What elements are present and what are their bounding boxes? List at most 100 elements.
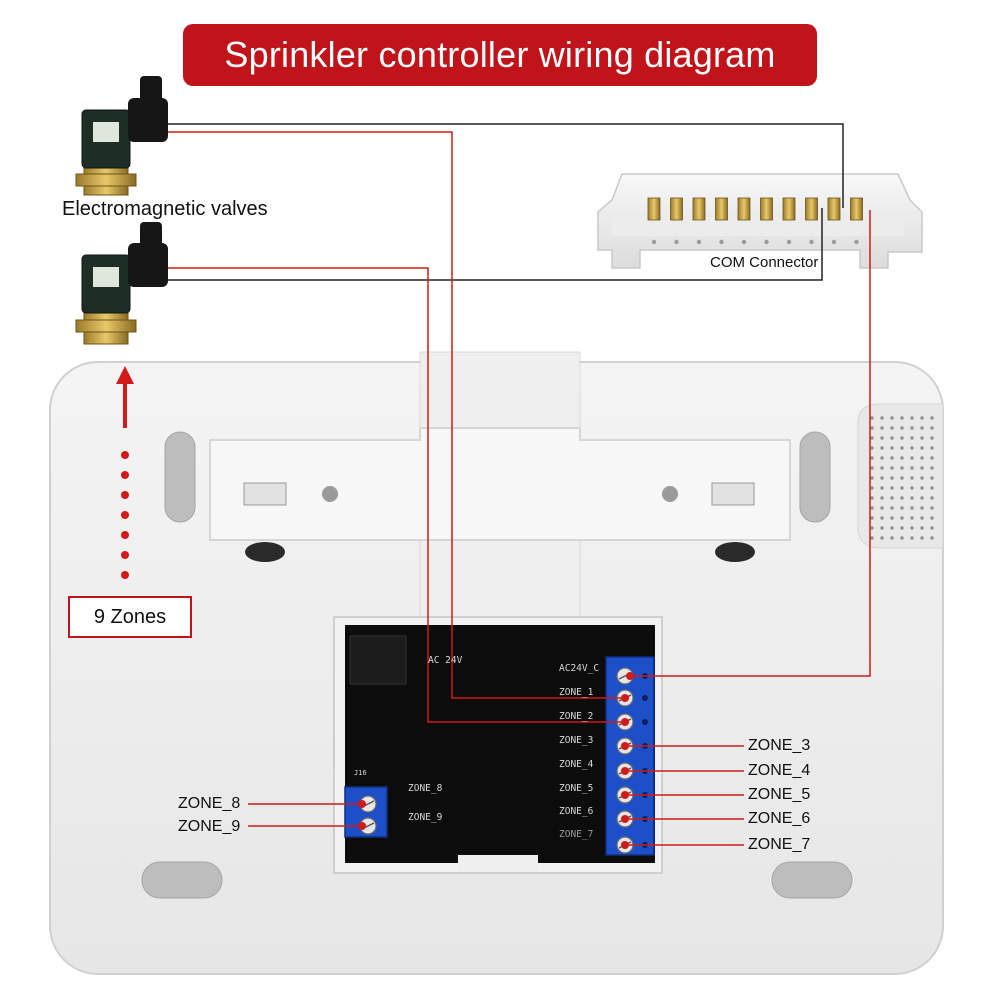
- speaker-hole: [900, 456, 904, 460]
- com-pin: [692, 197, 706, 221]
- com-pin: [850, 197, 863, 221]
- speaker-hole: [890, 426, 894, 430]
- pcb-terminal-label: AC24V_C: [559, 663, 600, 674]
- speaker-hole: [870, 436, 874, 440]
- speaker-hole: [920, 436, 924, 440]
- speaker-hole: [880, 466, 884, 470]
- speaker-hole: [910, 466, 914, 470]
- speaker-hole: [920, 506, 924, 510]
- speaker-hole: [870, 416, 874, 420]
- speaker-hole: [910, 506, 914, 510]
- com-pin-hole: [719, 239, 724, 245]
- speaker-hole: [870, 486, 874, 490]
- speaker-hole: [910, 526, 914, 530]
- pcb-terminal-label: ZONE_7: [559, 829, 594, 840]
- zone-4-label: ZONE_4: [748, 762, 811, 779]
- speaker-hole: [930, 476, 934, 480]
- valve-1-zone-1-wire: [168, 131, 625, 699]
- speaker-hole: [930, 486, 934, 490]
- speaker-hole: [890, 436, 894, 440]
- speaker-grille: [870, 416, 934, 540]
- speaker-hole: [930, 426, 934, 430]
- speaker-hole: [930, 436, 934, 440]
- pcb-terminal-label: ZONE_1: [559, 687, 594, 698]
- com-connector-pins: [647, 197, 863, 245]
- pcb-j16-label: J16: [354, 769, 367, 777]
- speaker-hole: [870, 456, 874, 460]
- com-pin-hole: [809, 239, 814, 245]
- speaker-hole: [870, 506, 874, 510]
- speaker-hole: [910, 476, 914, 480]
- speaker-hole: [890, 496, 894, 500]
- speaker-hole: [930, 496, 934, 500]
- speaker-hole: [910, 416, 914, 420]
- com-pin-hole: [764, 239, 769, 245]
- com-connector: [597, 173, 923, 269]
- terminal-hole: [642, 695, 648, 701]
- speaker-hole: [890, 506, 894, 510]
- pcb-small-terminal-label: ZONE_8: [408, 783, 443, 794]
- speaker-hole: [920, 516, 924, 520]
- speaker-hole: [890, 516, 894, 520]
- speaker-hole: [890, 416, 894, 420]
- speaker-hole: [930, 526, 934, 530]
- speaker-hole: [910, 446, 914, 450]
- com-pin: [805, 197, 818, 221]
- speaker-hole: [910, 536, 914, 540]
- speaker-hole: [870, 516, 874, 520]
- speaker-hole: [910, 496, 914, 500]
- speaker-hole: [890, 476, 894, 480]
- pcb-terminal-label: ZONE_4: [559, 759, 594, 770]
- com-pin-hole: [831, 239, 837, 245]
- com-pin-hole: [786, 239, 792, 245]
- speaker-hole: [900, 516, 904, 520]
- speaker-hole: [890, 456, 894, 460]
- com-pin-hole: [741, 239, 747, 245]
- speaker-hole: [910, 456, 914, 460]
- speaker-hole: [870, 466, 874, 470]
- speaker-hole: [900, 436, 904, 440]
- speaker-hole: [900, 506, 904, 510]
- speaker-hole: [930, 416, 934, 420]
- speaker-hole: [880, 446, 884, 450]
- speaker-hole: [880, 476, 884, 480]
- speaker-hole: [870, 476, 874, 480]
- rubber-feet: [141, 431, 853, 899]
- terminal-hole: [642, 719, 648, 725]
- zone-8-label: ZONE_8: [178, 795, 241, 812]
- speaker-hole: [910, 516, 914, 520]
- speaker-hole: [890, 536, 894, 540]
- speaker-hole: [870, 496, 874, 500]
- solenoid-valve-1: [75, 76, 168, 196]
- speaker-hole: [910, 436, 914, 440]
- com-pin: [737, 197, 751, 221]
- speaker-hole: [870, 526, 874, 530]
- speaker-hole: [900, 476, 904, 480]
- mounting-bracket: [209, 427, 791, 562]
- pcb-ac-label: AC 24V: [428, 655, 463, 666]
- electromagnetic-valves-label: Electromagnetic valves: [62, 198, 268, 220]
- valve-2-zone-2-wire: [168, 267, 625, 723]
- speaker-hole: [900, 486, 904, 490]
- com-pin: [715, 197, 728, 221]
- speaker-hole: [930, 456, 934, 460]
- speaker-hole: [880, 436, 884, 440]
- com-pin-hole: [696, 239, 702, 245]
- zones-count-box: 9 Zones: [68, 596, 192, 638]
- speaker-hole: [880, 416, 884, 420]
- speaker-hole: [920, 536, 924, 540]
- speaker-hole: [930, 516, 934, 520]
- com-pin: [760, 197, 773, 221]
- speaker-hole: [880, 526, 884, 530]
- speaker-hole: [900, 526, 904, 530]
- valve-2-com-wire: [168, 208, 823, 281]
- com-connector-label: COM Connector: [710, 254, 819, 271]
- speaker-hole: [880, 496, 884, 500]
- speaker-hole: [920, 446, 924, 450]
- speaker-hole: [930, 446, 934, 450]
- speaker-hole: [870, 446, 874, 450]
- speaker-hole: [870, 426, 874, 430]
- com-pin: [827, 197, 841, 221]
- speaker-hole: [920, 486, 924, 490]
